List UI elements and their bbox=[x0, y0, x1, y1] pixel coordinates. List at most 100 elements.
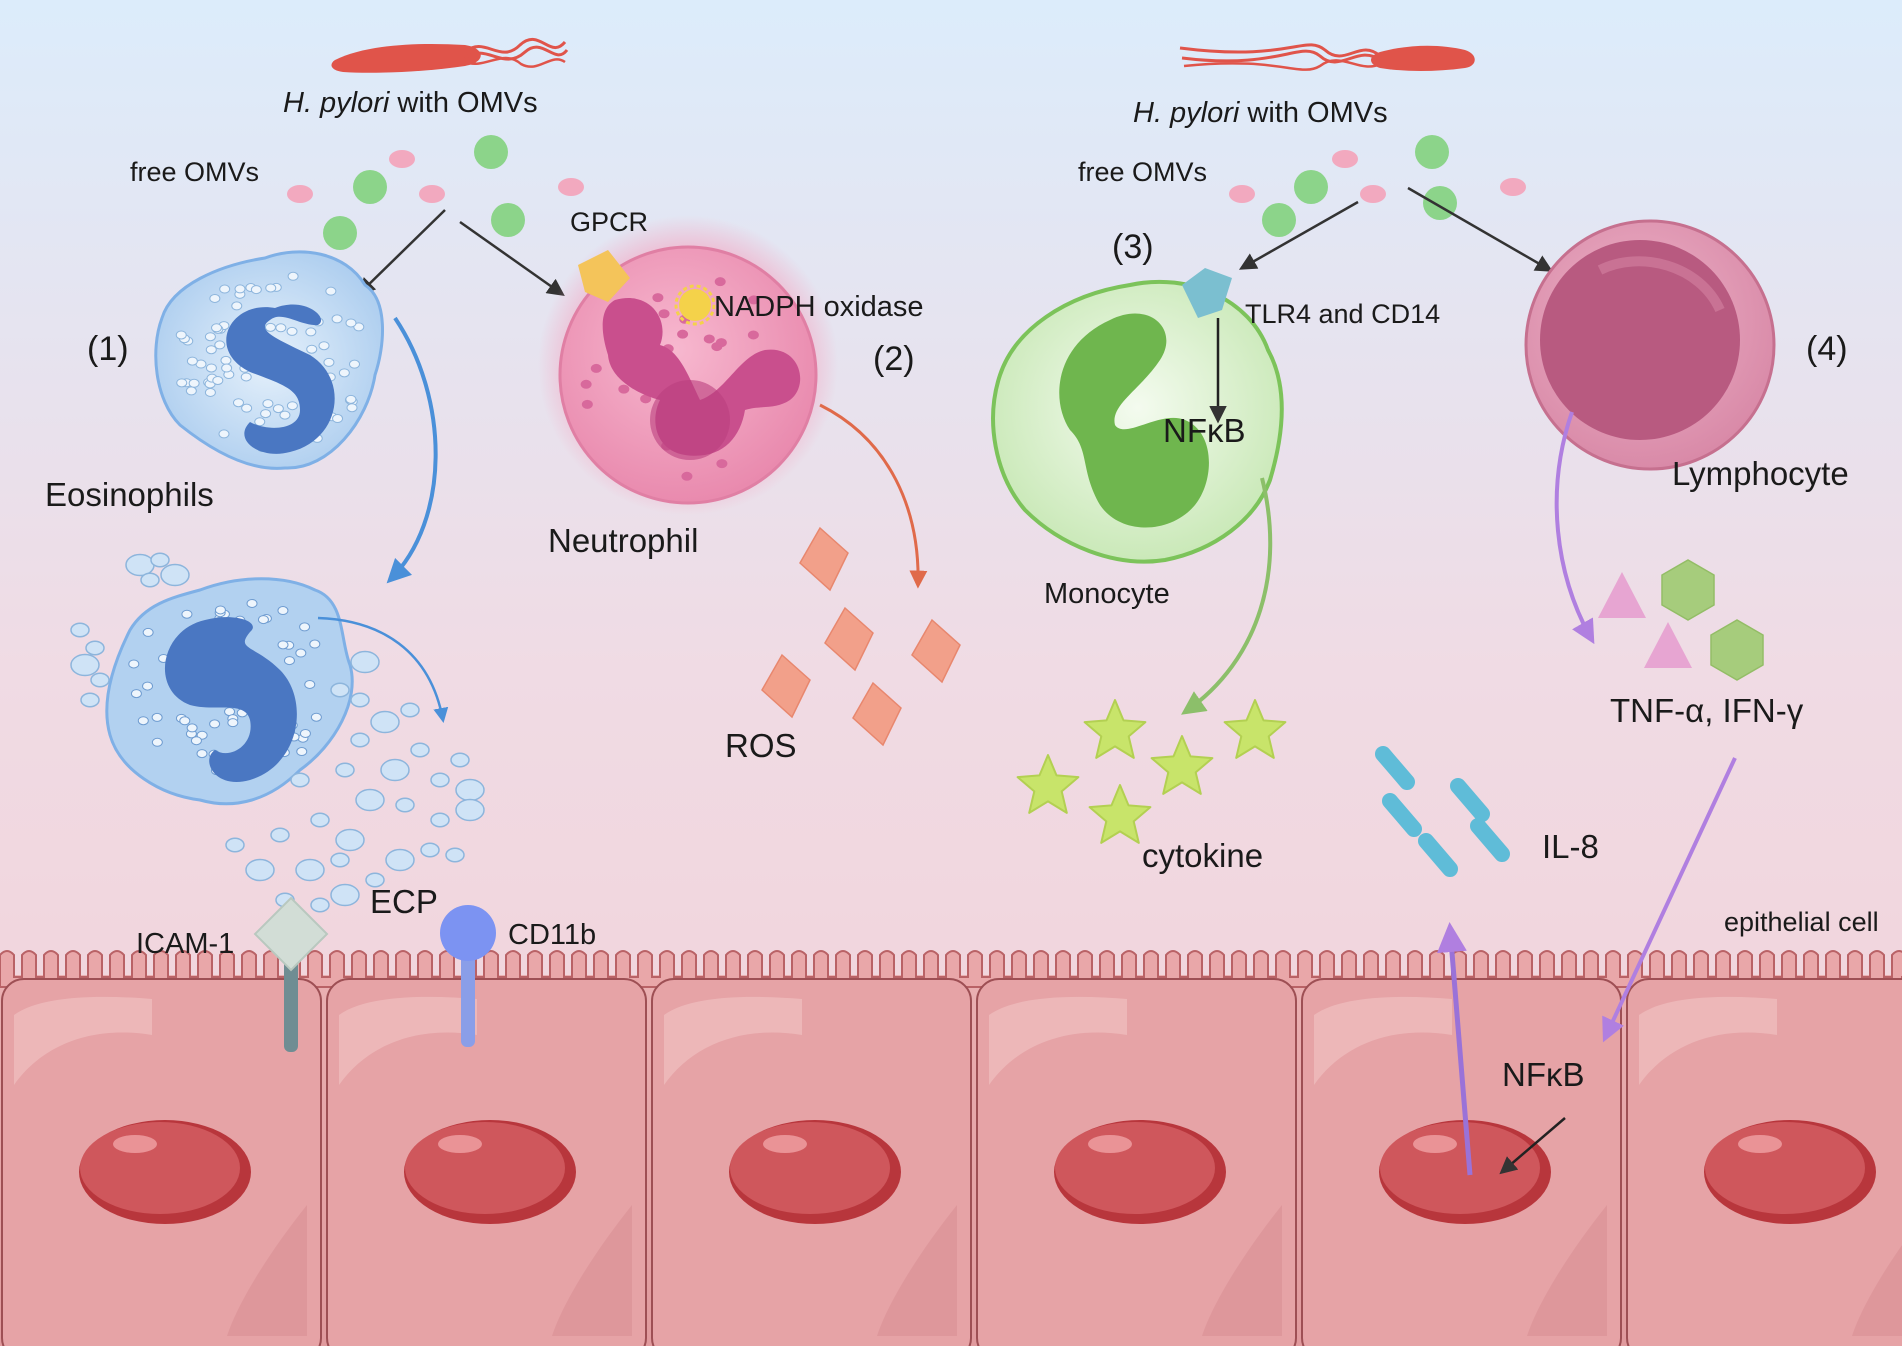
cd11b-label: CD11b bbox=[508, 919, 596, 951]
granule bbox=[338, 368, 350, 378]
ecp-granule bbox=[350, 732, 370, 748]
ecp-granule bbox=[380, 758, 410, 782]
ecp-granule bbox=[330, 883, 360, 907]
ifn-hexagon bbox=[1661, 559, 1715, 621]
granule bbox=[234, 284, 246, 294]
granule bbox=[246, 598, 258, 608]
granule bbox=[176, 378, 188, 388]
granule bbox=[715, 338, 727, 348]
granule bbox=[262, 399, 274, 409]
nfkb-cell-label: NFκB bbox=[1502, 1056, 1585, 1093]
ros-diamond bbox=[852, 681, 902, 747]
step-3-label: (3) bbox=[1112, 228, 1154, 266]
lymphocyte-label: Lymphocyte bbox=[1672, 455, 1849, 492]
granule bbox=[186, 723, 198, 733]
il8-bar bbox=[1418, 833, 1458, 877]
free-omvs-right-label: free OMVs bbox=[1078, 157, 1207, 187]
granule bbox=[353, 322, 365, 332]
neutrophil-cell-icon bbox=[538, 215, 838, 515]
epithelial-cell-label: epithelial cell bbox=[1724, 907, 1879, 937]
il8-bar bbox=[1470, 818, 1510, 862]
cytokine-star bbox=[1083, 699, 1147, 759]
ecp-granule bbox=[450, 752, 470, 768]
ecp-granule bbox=[350, 650, 380, 674]
ros-diamond bbox=[911, 618, 961, 684]
granule bbox=[287, 271, 299, 281]
monocyte-label: Monocyte bbox=[1044, 578, 1170, 610]
hp-right-suffix: with OMVs bbox=[1239, 97, 1387, 129]
granule bbox=[714, 277, 726, 287]
ecp-granule bbox=[365, 872, 385, 888]
omv-pink-dot bbox=[1229, 185, 1255, 203]
granule bbox=[747, 330, 759, 340]
ecp-granule bbox=[245, 858, 275, 882]
ecp-granule bbox=[70, 653, 100, 677]
granule bbox=[296, 747, 308, 757]
granule bbox=[186, 356, 198, 366]
nucleus-highlight bbox=[438, 1135, 482, 1153]
granule bbox=[716, 459, 728, 469]
hp-left-suffix: with OMVs bbox=[389, 87, 537, 119]
tnf-triangle bbox=[1644, 622, 1692, 668]
hp-right-label: H. pylori with OMVs bbox=[1133, 97, 1388, 129]
ecp-granule bbox=[455, 798, 485, 822]
granule bbox=[211, 323, 223, 333]
cell-highlight bbox=[14, 996, 152, 1085]
cell-shadow bbox=[877, 1205, 957, 1336]
ecp-granule bbox=[370, 710, 400, 734]
ecp-granule bbox=[430, 812, 450, 828]
granule bbox=[618, 384, 630, 394]
omv-arrows bbox=[357, 186, 1554, 297]
tnf-ifn-label: TNF-α, IFN-γ bbox=[1610, 692, 1804, 729]
cell-shadow bbox=[1202, 1205, 1282, 1336]
ecp-granule bbox=[330, 852, 350, 868]
granule bbox=[305, 327, 317, 337]
granule bbox=[652, 293, 664, 303]
ecp-granule bbox=[80, 692, 100, 708]
granule bbox=[306, 344, 318, 354]
cytokine-star bbox=[1088, 784, 1152, 844]
hp-left-species: H. pylori bbox=[283, 87, 391, 119]
cytokine-stars bbox=[1016, 699, 1287, 844]
icam-1-label: ICAM-1 bbox=[136, 928, 234, 960]
ecp-granule bbox=[150, 552, 170, 568]
granule bbox=[250, 285, 262, 295]
granule bbox=[581, 399, 593, 409]
ecp-granule bbox=[395, 797, 415, 813]
granule bbox=[227, 718, 239, 728]
granule bbox=[254, 417, 266, 427]
granule bbox=[205, 345, 217, 355]
ecp-granule bbox=[355, 788, 385, 812]
granule bbox=[325, 286, 337, 296]
granule bbox=[137, 716, 149, 726]
ecp-granule bbox=[385, 848, 415, 872]
tlr4-receptor-icon bbox=[1182, 268, 1232, 318]
cell-highlight bbox=[1314, 996, 1452, 1085]
omv-green-dot bbox=[1423, 186, 1457, 220]
cell-highlight bbox=[664, 996, 802, 1085]
granule bbox=[332, 414, 344, 424]
granule bbox=[260, 409, 272, 419]
neutrophil-label: Neutrophil bbox=[548, 522, 698, 559]
granule bbox=[190, 736, 202, 746]
hp-left-label: H. pylori with OMVs bbox=[283, 87, 538, 119]
granule bbox=[218, 429, 230, 439]
ros-particles bbox=[761, 526, 961, 747]
tnf-triangle bbox=[1598, 572, 1646, 618]
ecp-granules bbox=[70, 552, 485, 913]
ecp-granule bbox=[420, 842, 440, 858]
omv-green-dot bbox=[474, 135, 508, 169]
granule bbox=[299, 728, 311, 738]
ecp-granule bbox=[270, 827, 290, 843]
granule bbox=[214, 340, 226, 350]
ecp-granule bbox=[70, 622, 90, 638]
icam-1-receptor-icon bbox=[253, 896, 329, 1052]
cell-nucleus-inner bbox=[1380, 1122, 1540, 1214]
cell-nucleus-inner bbox=[1705, 1122, 1865, 1214]
eosinophil-cell-icon bbox=[105, 577, 354, 806]
granule bbox=[204, 332, 216, 342]
omv-green-dot bbox=[1294, 170, 1328, 204]
granule bbox=[196, 749, 208, 759]
granule bbox=[677, 329, 689, 339]
